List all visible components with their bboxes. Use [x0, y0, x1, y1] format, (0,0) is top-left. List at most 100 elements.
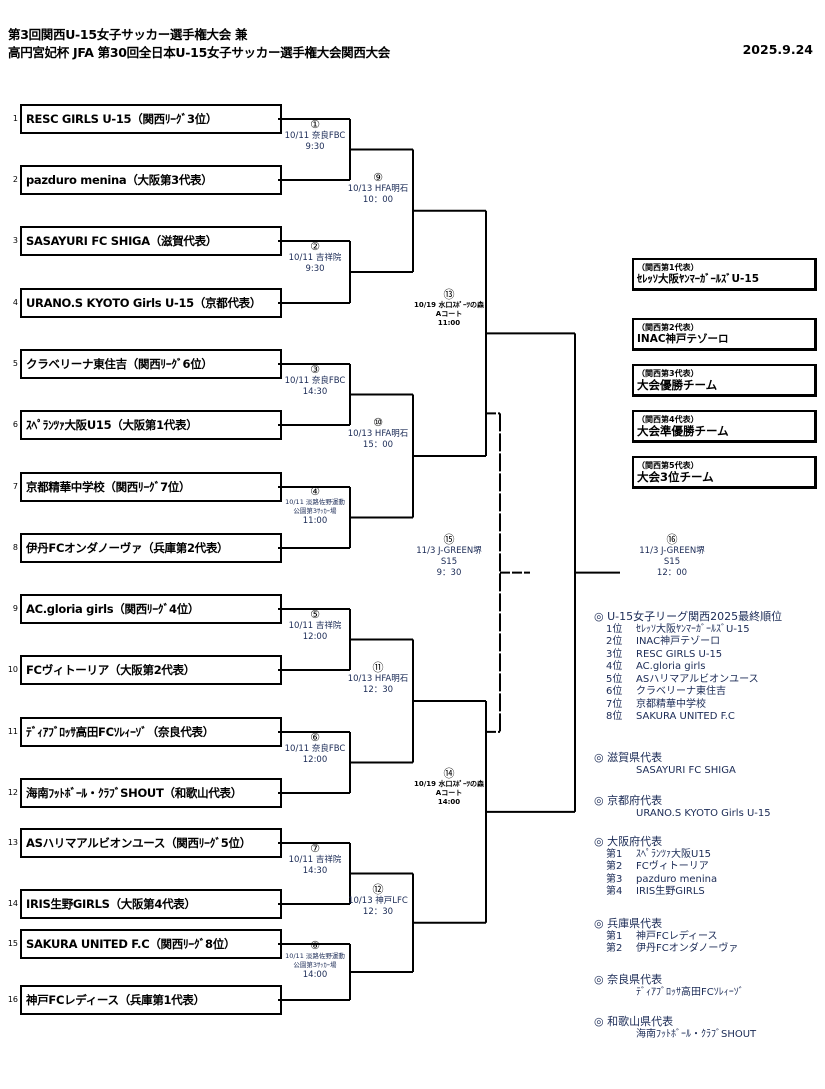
match-time: 15：00	[362, 440, 394, 450]
standings-team: ASハリマアルビオンユース	[636, 673, 759, 685]
team-seed-number: 1	[12, 114, 18, 123]
standings-rank: 6位	[606, 686, 623, 697]
prefecture-rank: 第1	[606, 848, 623, 860]
qualifier-team: 大会優勝チーム	[637, 378, 718, 392]
team-box[interactable]: IRIS生野GIRLS（大阪第4代表）	[20, 889, 282, 919]
match-time: 11:00	[302, 515, 328, 526]
team-box[interactable]: SASAYURI FC SHIGA（滋賀代表）	[20, 226, 282, 256]
team-box[interactable]: 神戸FCレディース（兵庫第1代表）	[20, 985, 282, 1015]
prefecture-team: 伊丹FCオンダノーヴァ	[636, 943, 739, 954]
prefecture-team: IRIS生野GIRLS	[636, 886, 705, 897]
prefecture-team: ｽﾍﾟﾗﾝﾂｧ大阪U15	[636, 848, 712, 860]
prefecture-row: 第1 ｽﾍﾟﾗﾝﾂｧ大阪U15	[594, 849, 717, 862]
prefecture-rank: 第2	[606, 943, 623, 954]
team-box[interactable]: ﾃﾞｨｱﾌﾞﾛｯｻ高田FCｿﾚｨｰｿﾞ（奈良代表）	[20, 717, 282, 747]
team-box[interactable]: FCヴィトーリア（大阪第2代表）	[20, 655, 282, 685]
qualifier-team: 大会準優勝チーム	[637, 424, 729, 438]
standings-team: INAC神戸テゾーロ	[636, 636, 721, 647]
prefecture-rank: 第3	[606, 873, 623, 885]
standings-row: 1位ｾﾚｯｿ大阪ﾔﾝﾏｰｶﾞｰﾙｽﾞU-15	[594, 624, 782, 637]
standings-row: 6位クラベリーナ東住吉	[594, 686, 782, 699]
qualifier-box: （関西第5代表）大会3位チーム	[632, 456, 817, 489]
prefecture-team: FCヴィトーリア	[636, 861, 709, 872]
match-time: 12:00	[302, 754, 328, 765]
match-time: 9:30	[305, 264, 325, 274]
prefecture-row: 第2 伊丹FCオンダノーヴァ	[594, 943, 738, 956]
team-seed-number: 6	[12, 420, 18, 429]
prefecture-team: 神戸FCレディース	[636, 930, 718, 942]
qualifier-box: （関西第2代表）INAC神戸テゾーロ	[632, 318, 817, 351]
standings-rank: 3位	[606, 648, 623, 660]
team-box[interactable]: ｽﾍﾟﾗﾝﾂｧ大阪U15（大阪第1代表）	[20, 410, 282, 440]
match-date-venue: 10/13 HFA明石	[347, 183, 409, 194]
prefecture-team: URANO.S KYOTO Girls U-15	[636, 807, 771, 819]
title-line-2: 高円宮妃杯 JFA 第30回全日本U-15女子サッカー選手権大会関西大会	[8, 45, 390, 60]
team-seed-number: 9	[12, 604, 18, 613]
prefecture-rank: 第4	[606, 886, 623, 897]
qualifier-box: （関西第4代表）大会準優勝チーム	[632, 410, 817, 443]
prefecture-title: ◎ 大阪府代表	[594, 835, 663, 848]
team-box[interactable]: 海南ﾌｯﾄﾎﾞｰﾙ・ｸﾗﾌﾞSHOUT（和歌山代表）	[20, 778, 282, 808]
team-box[interactable]: pazduro menina（大阪第3代表）	[20, 165, 282, 195]
qualifier-label: （関西第2代表）	[637, 323, 699, 332]
match-time: 12：30	[362, 685, 394, 695]
title-line-1: 第3回関西U-15女子サッカー選手権大会 兼	[8, 27, 248, 42]
team-box[interactable]: SAKURA UNITED F.C（関西ﾘｰｸﾞ8位）	[20, 929, 282, 959]
match-number: ⑫	[372, 882, 384, 896]
match-date-venue: 10/11 淡路佐野運動	[285, 952, 345, 960]
match-time: 9:30	[305, 141, 325, 152]
team-box[interactable]: URANO.S KYOTO Girls U-15（京都代表）	[20, 288, 282, 318]
qualifier-team: 大会3位チーム	[637, 470, 714, 484]
qualifier-team: ｾﾚｯｿ大阪ﾔﾝﾏｰｶﾞｰﾙｽﾞU-15	[637, 273, 759, 285]
team-box[interactable]: クラベリーナ東住吉（関西ﾘｰｸﾞ6位）	[20, 349, 282, 379]
prefecture-row: SASAYURI FC SHIGA	[594, 765, 736, 778]
team-seed-number: 13	[7, 838, 18, 847]
standings-rank: 7位	[606, 698, 623, 710]
match-number: ⑨	[373, 170, 383, 184]
match-venue-detail: 公園第3ｻｯｶｰ場	[293, 506, 337, 515]
match-time: 14:30	[302, 386, 328, 397]
prefecture-row: 海南ﾌｯﾄﾎﾞｰﾙ・ｸﾗﾌﾞSHOUT	[594, 1029, 756, 1042]
team-box[interactable]: 京都精華中学校（関西ﾘｰｸﾞ7位）	[20, 472, 282, 502]
match-time: 14:00	[437, 797, 461, 806]
team-seed-number: 10	[7, 665, 18, 674]
match-venue-detail: Aコート	[435, 788, 463, 797]
team-seed-number: 2	[12, 175, 18, 184]
match-number: ⑦	[310, 841, 320, 855]
prefecture-row: 第4 IRIS生野GIRLS	[594, 886, 717, 899]
team-box[interactable]: 伊丹FCオンダノーヴァ（兵庫第2代表）	[20, 533, 282, 563]
match-date-venue: 10/11 吉祥院	[288, 854, 342, 865]
team-box[interactable]: RESC GIRLS U-15（関西ﾘｰｸﾞ3位）	[20, 104, 282, 134]
match-number: ⑩	[373, 416, 383, 429]
team-box[interactable]: AC.gloria girls（関西ﾘｰｸﾞ4位）	[20, 594, 282, 624]
team-box[interactable]: ASハリマアルビオンユース（関西ﾘｰｸﾞ5位）	[20, 828, 282, 858]
standings-team: ｾﾚｯｿ大阪ﾔﾝﾏｰｶﾞｰﾙｽﾞU-15	[636, 623, 750, 635]
team-seed-number: 5	[12, 359, 18, 368]
standings-rank: 5位	[606, 673, 623, 685]
prefecture-title: ◎ 奈良県代表	[594, 973, 663, 986]
qualifier-label: （関西第3代表）	[637, 369, 699, 378]
qualifier-label: （関西第5代表）	[637, 461, 699, 470]
match-time: 10：00	[362, 194, 394, 205]
team-seed-number: 4	[12, 298, 18, 307]
prefecture-row: URANO.S KYOTO Girls U-15	[594, 808, 771, 821]
